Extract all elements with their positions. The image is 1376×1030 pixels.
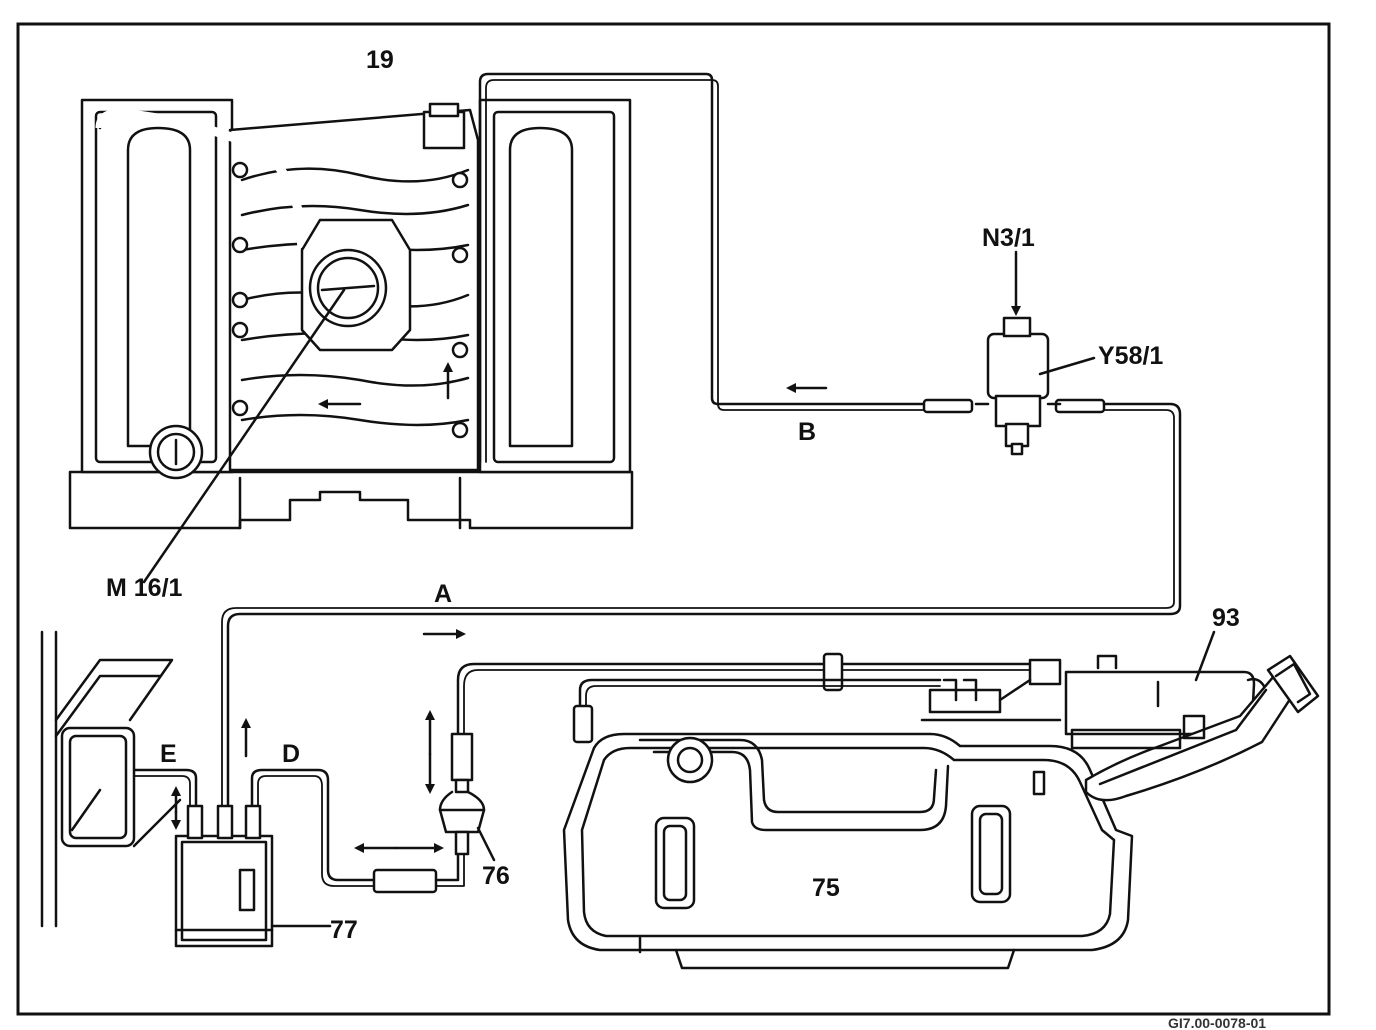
engine: [68, 98, 634, 530]
purge-valve: [974, 316, 1062, 456]
body-panel: [40, 630, 182, 928]
fuel-tank: [562, 652, 1134, 970]
label-line-a: A: [434, 580, 452, 608]
check-valve: [354, 710, 496, 862]
label-purge-valve: Y58/1: [1098, 342, 1163, 370]
label-valve: 76: [482, 862, 510, 890]
label-canister: 77: [330, 916, 358, 944]
figure-reference: GI7.00-0078-01: [1168, 1015, 1266, 1030]
label-filler: 93: [1212, 604, 1240, 632]
charcoal-canister: [171, 718, 332, 948]
label-control-unit: N3/1: [982, 224, 1035, 252]
filler-neck-assembly: [920, 630, 1320, 802]
label-line-b: B: [798, 418, 816, 446]
m16-1-leader: [142, 288, 346, 584]
label-line-e: E: [160, 740, 177, 768]
label-engine: 19: [366, 46, 394, 74]
label-tank: 75: [812, 874, 840, 902]
diagram-frame: [16, 22, 1331, 1016]
purge-lines: [128, 72, 1182, 894]
label-line-d: D: [282, 740, 300, 768]
label-throttle: M 16/1: [106, 574, 183, 602]
y58-1-leader: [1038, 356, 1096, 376]
